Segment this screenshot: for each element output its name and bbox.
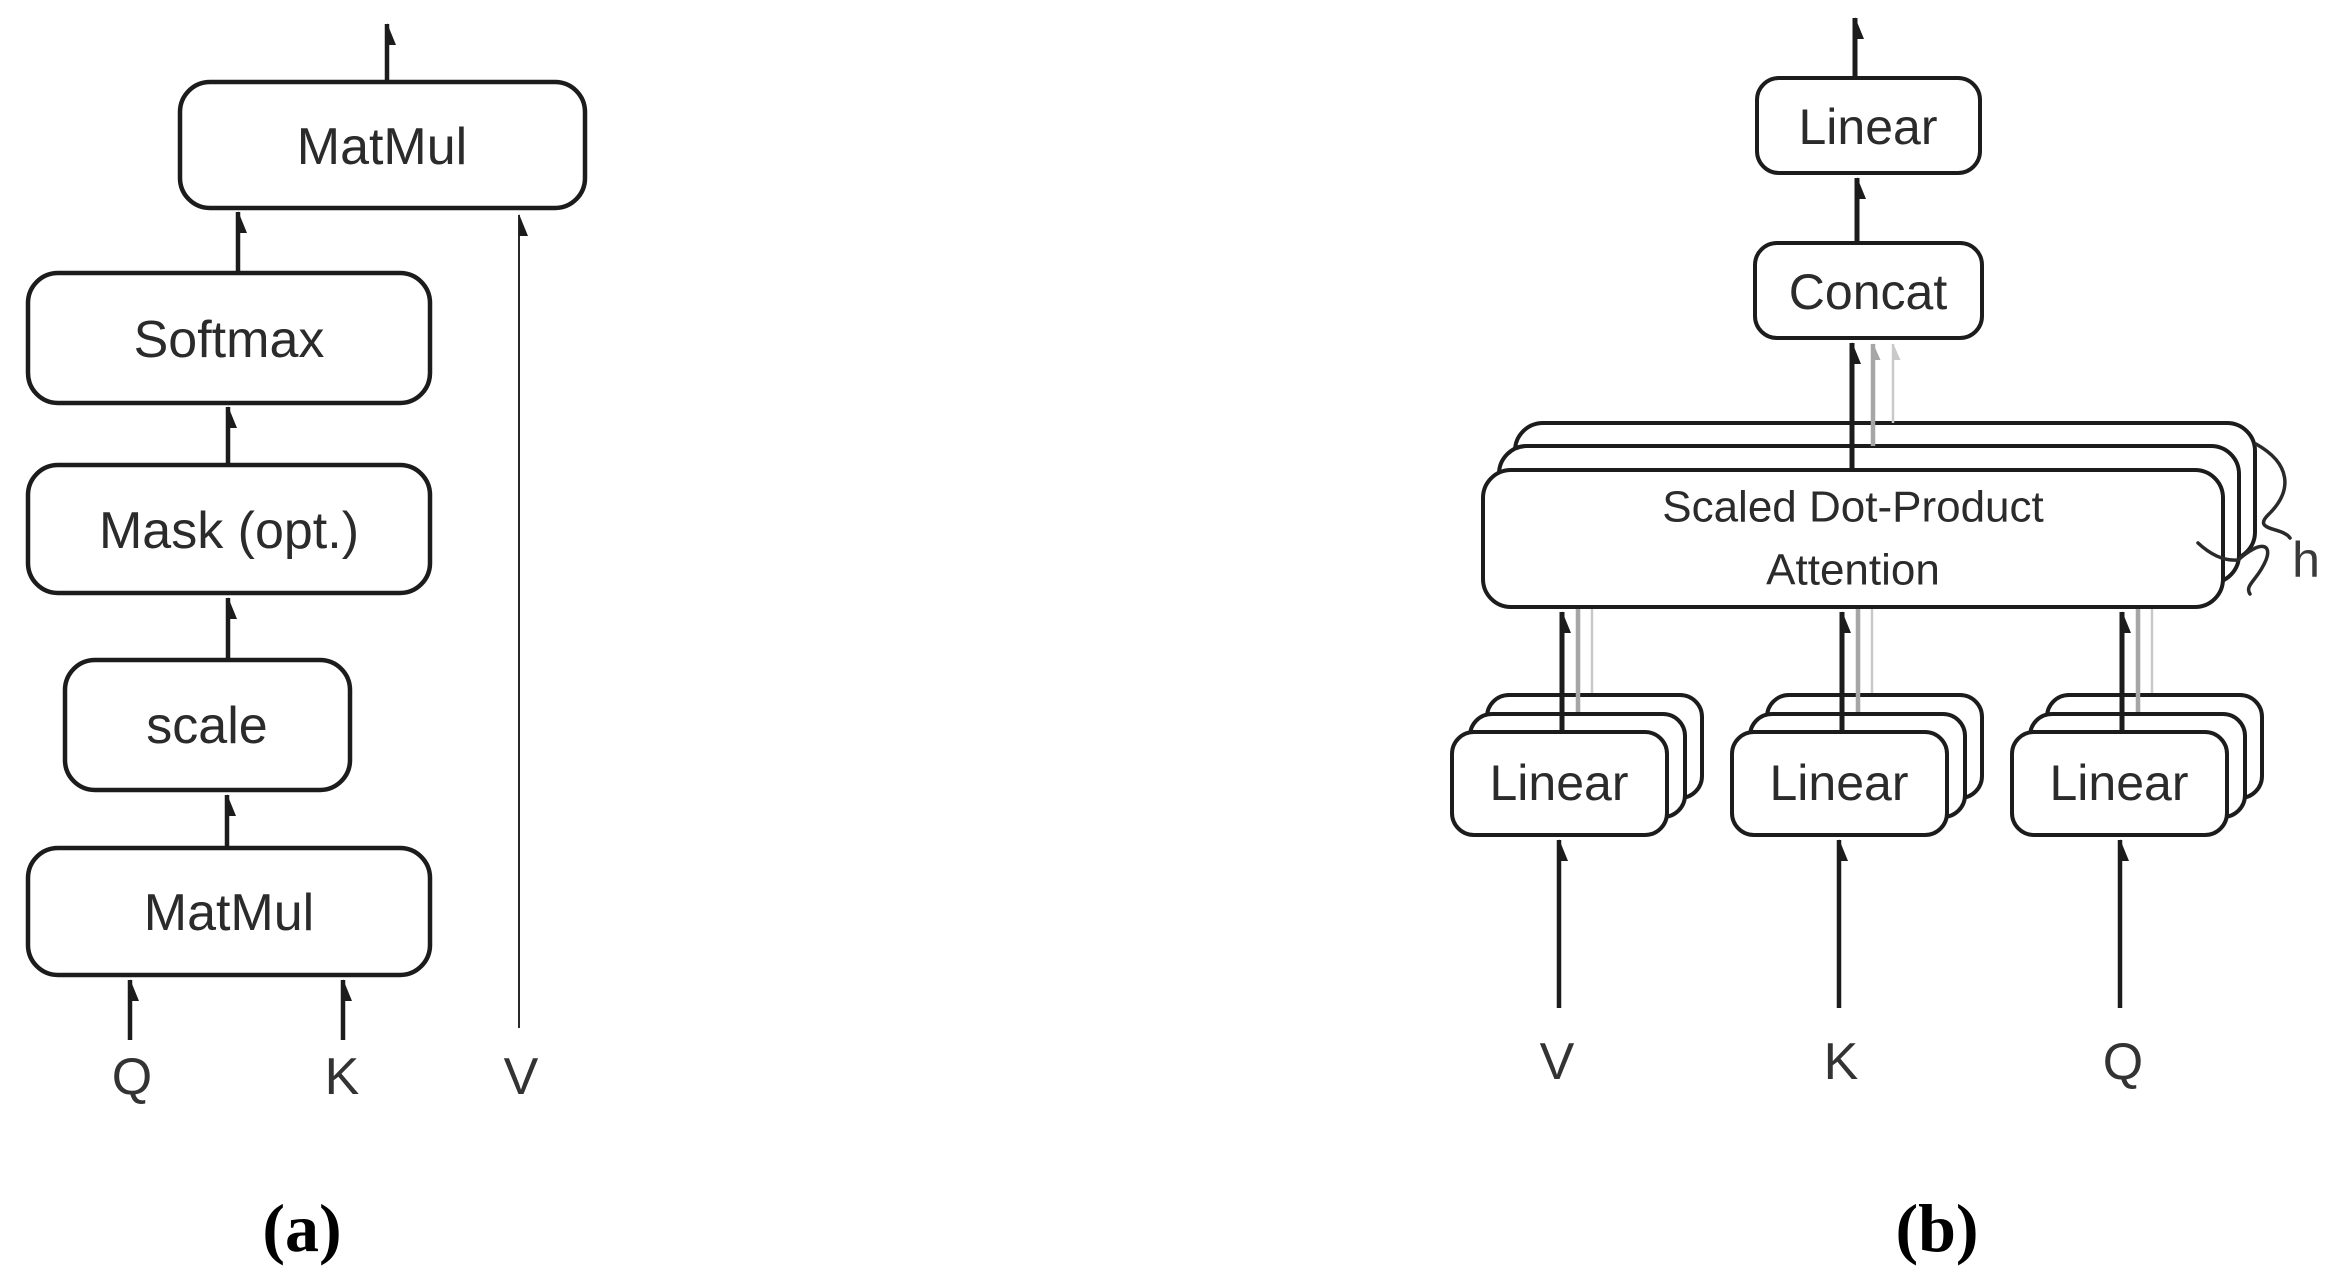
a-box-matmul-bottom	[25, 845, 433, 978]
b-linear-stack-q: Linear Q	[2010, 609, 2264, 1091]
panel-a-caption: (a)	[262, 1190, 341, 1266]
b-box-concat-label: Concat	[1789, 264, 1948, 320]
b-box-attention-label-line1: Scaled Dot-Product	[1662, 483, 2044, 532]
b-linear-stack-v: Linear V	[1450, 609, 1704, 1091]
a-box-softmax-label: Softmax	[134, 311, 325, 369]
b-box-concat	[1753, 241, 1984, 340]
b-box-linear-v-label: Linear	[1490, 755, 1629, 811]
b-input-q-label: Q	[2103, 1033, 2143, 1091]
a-box-mask-label: Mask (opt.)	[99, 502, 359, 560]
a-input-v-label: V	[504, 1048, 539, 1106]
a-input-q-label: Q	[112, 1048, 152, 1106]
h-brace-squiggle	[2254, 442, 2292, 540]
b-box-linear-out-label: Linear	[1799, 99, 1938, 155]
a-box-matmul-top-label: MatMul	[297, 118, 467, 176]
a-input-k-label: K	[325, 1048, 360, 1106]
b-box-linear-k-label: Linear	[1770, 755, 1909, 811]
b-head-count-label: h	[2292, 532, 2320, 588]
a-box-matmul-bottom-label: MatMul	[144, 884, 314, 942]
a-box-scale	[62, 657, 353, 793]
panel-b: Linear Concat Scaled Dot-Product Attenti…	[1450, 18, 2320, 1266]
b-linear-stack-k: Linear K	[1730, 609, 1984, 1091]
b-input-v-label: V	[1540, 1033, 1575, 1091]
b-box-linear-q-label: Linear	[2050, 755, 2189, 811]
b-input-k-label: K	[1824, 1033, 1859, 1091]
panel-b-caption: (b)	[1895, 1190, 1978, 1266]
a-box-mask	[25, 462, 433, 596]
a-box-scale-label: scale	[146, 697, 267, 755]
h-brace-squiggle-tail	[2196, 541, 2270, 596]
b-box-attention-label-line2: Attention	[1766, 546, 1940, 595]
panel-a: MatMul Softmax Mask (opt.) scale MatMul …	[25, 24, 588, 1266]
a-box-softmax	[25, 270, 433, 406]
a-box-matmul-top	[177, 79, 588, 211]
b-box-linear-out	[1755, 76, 1982, 175]
